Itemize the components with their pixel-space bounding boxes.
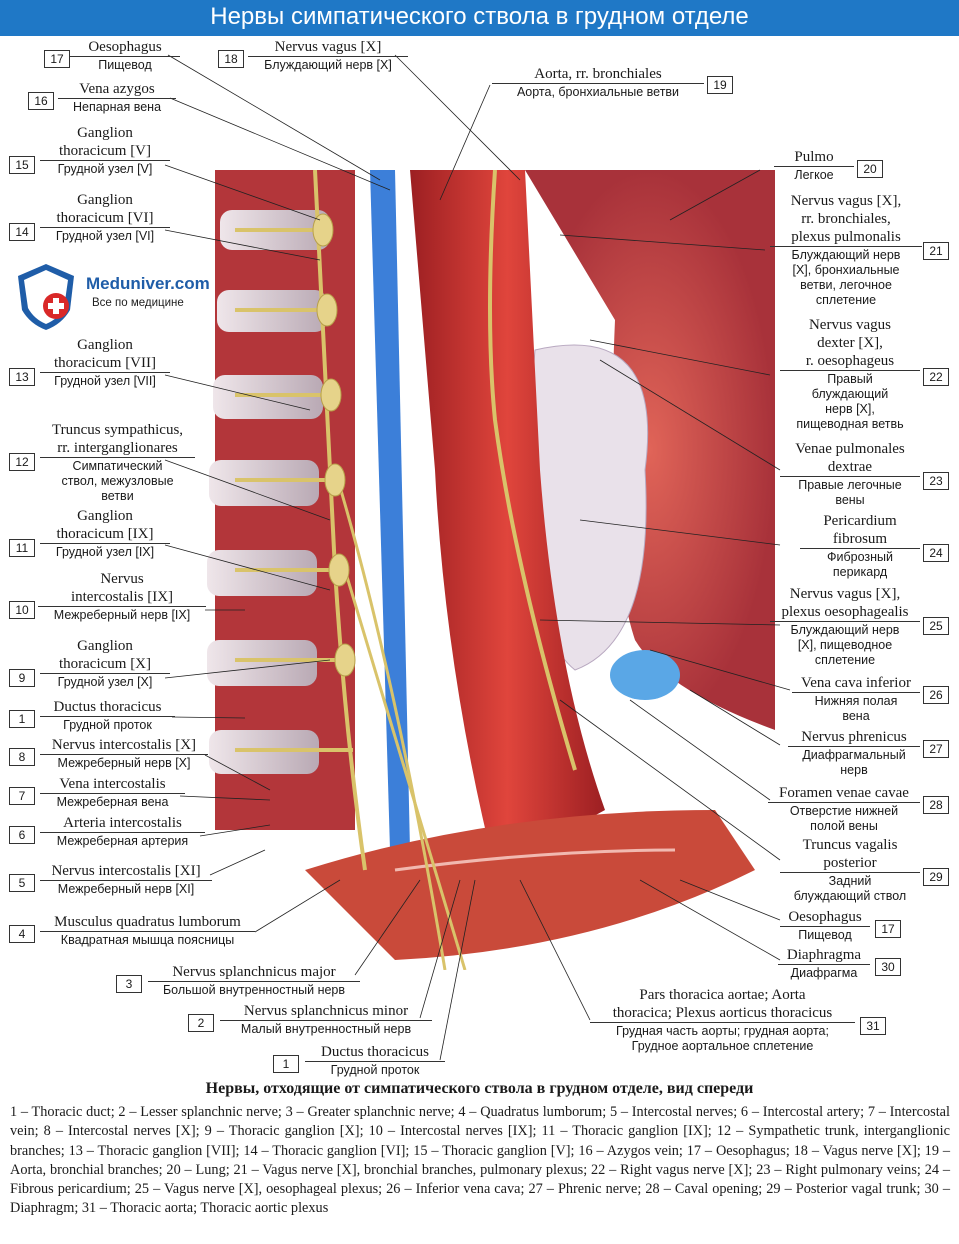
label-number: 3 <box>116 975 142 993</box>
label-vagus-bronchiales: Nervus vagus [X], rr. bronchiales, plexu… <box>770 192 922 308</box>
logo-name[interactable]: Meduniver.com <box>86 274 210 293</box>
label-ganglion-v: Ganglion thoracicum [V]Грудной узел [V] <box>40 124 170 177</box>
label-pars-thoracica-aortae: Pars thoracica aortae; Aorta thoracica; … <box>590 986 855 1054</box>
label-number: 12 <box>9 453 35 471</box>
label-number: 25 <box>923 617 949 635</box>
label-number: 1 <box>273 1055 299 1073</box>
label-number: 28 <box>923 796 949 814</box>
label-number: 13 <box>9 368 35 386</box>
label-nervus-intercostalis-x: Nervus intercostalis [X]Межреберный нерв… <box>40 736 208 771</box>
aorta <box>410 170 605 870</box>
label-ganglion-vi: Ganglion thoracicum [VI]Грудной узел [VI… <box>40 191 170 244</box>
azygos-vein <box>370 170 410 850</box>
label-number: 27 <box>923 740 949 758</box>
ganglion <box>312 213 334 247</box>
label-nervus-vagus: Nervus vagus [X]Блуждающий нерв [X] <box>248 38 408 73</box>
label-number: 15 <box>9 156 35 174</box>
label-number: 17 <box>875 920 901 938</box>
label-number: 17 <box>44 50 70 68</box>
logo-tagline: Все по медицине <box>92 297 184 309</box>
label-number: 23 <box>923 472 949 490</box>
ganglion <box>320 378 342 412</box>
label-number: 16 <box>28 92 54 110</box>
label-number: 9 <box>9 669 35 687</box>
label-number: 6 <box>9 826 35 844</box>
label-number: 18 <box>218 50 244 68</box>
label-number: 20 <box>857 160 883 178</box>
ganglion <box>328 553 350 587</box>
label-truncus-sympathicus: Truncus sympathicus, rr. interganglionar… <box>40 421 195 504</box>
label-ganglion-vii: Ganglion thoracicum [VII]Грудной узел [V… <box>40 336 170 389</box>
label-number: 10 <box>9 601 35 619</box>
caption-title: Нервы, отходящие от симпатического ствол… <box>205 1080 754 1097</box>
anatomy-illustration <box>207 170 775 970</box>
label-ganglion-ix: Ganglion thoracicum [IX]Грудной узел [IX… <box>40 507 170 560</box>
label-number: 21 <box>923 242 949 260</box>
label-number: 4 <box>9 925 35 943</box>
label-number: 5 <box>9 874 35 892</box>
label-number: 8 <box>9 748 35 766</box>
label-number: 11 <box>9 539 35 557</box>
label-number: 31 <box>860 1017 886 1035</box>
label-number: 22 <box>923 368 949 386</box>
label-number: 24 <box>923 544 949 562</box>
label-number: 14 <box>9 223 35 241</box>
page-title: Нервы симпатического ствола в грудном от… <box>0 0 959 36</box>
diaphragm <box>305 810 755 960</box>
label-number: 19 <box>707 76 733 94</box>
label-number: 7 <box>9 787 35 805</box>
label-ganglion-x: Ganglion thoracicum [X]Грудной узел [X] <box>40 637 170 690</box>
label-nervus-intercostalis-xi: Nervus intercostalis [XI]Межреберный нер… <box>40 862 212 897</box>
label-number: 1 <box>9 710 35 728</box>
label-number: 29 <box>923 868 949 886</box>
caption-body: 1 – Thoracic duct; 2 – Lesser splanchnic… <box>10 1104 950 1217</box>
ganglion <box>316 293 338 327</box>
logo: Meduniver.com Все по медицине <box>14 262 224 334</box>
label-number: 30 <box>875 958 901 976</box>
vena-cava <box>610 650 680 700</box>
shield-icon <box>18 264 74 330</box>
ganglion <box>324 463 346 497</box>
ganglion <box>334 643 356 677</box>
label-number: 2 <box>188 1014 214 1032</box>
label-number: 26 <box>923 686 949 704</box>
label-nervus-intercostalis-ix: Nervus intercostalis [IX]Межреберный нер… <box>38 570 206 623</box>
